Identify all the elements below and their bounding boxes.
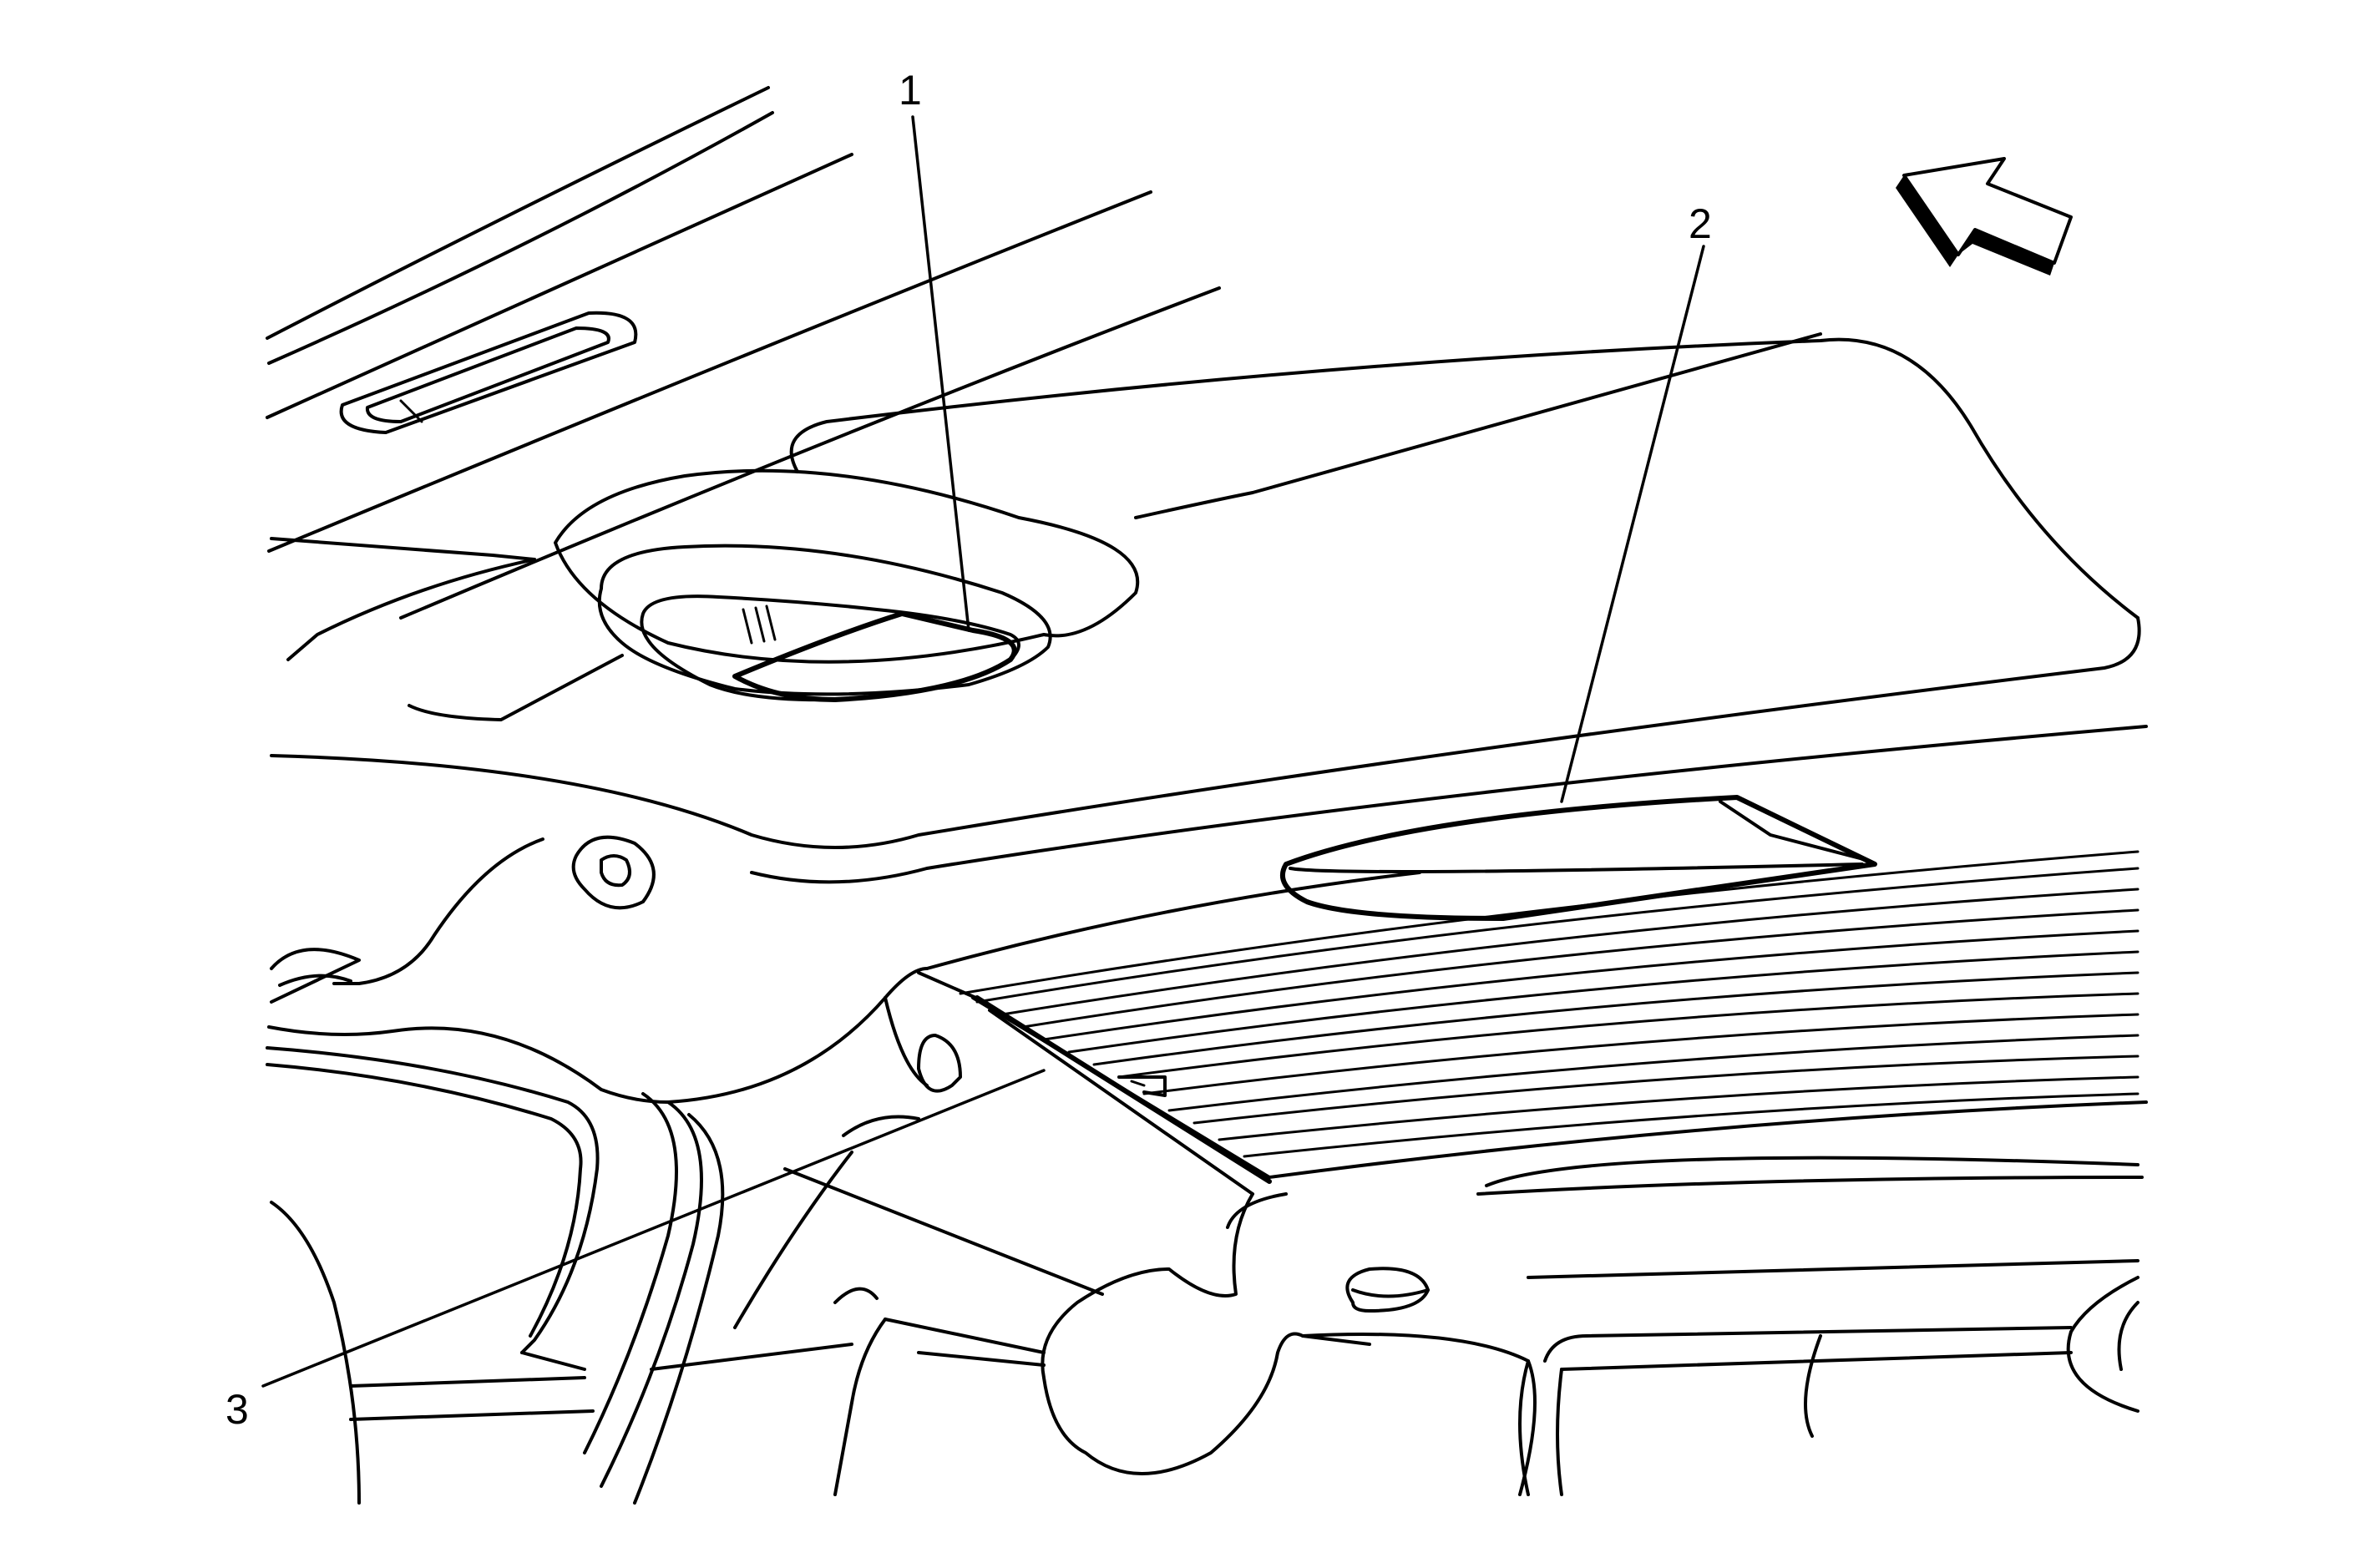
- headliner-upper-panel: [270, 332, 2139, 721]
- leader-line-3: [261, 1069, 1046, 1388]
- rear-window-area: [733, 871, 1421, 1329]
- callout-1: 1: [899, 67, 922, 114]
- coat-hook: [571, 835, 656, 910]
- rear-window-seal: [975, 995, 1272, 1196]
- high-mount-stop-lamp: [1280, 795, 1877, 921]
- roof-edge-lines: [266, 86, 1221, 620]
- rear-window-defogger-lines: [959, 850, 2148, 1196]
- left-side-pillar: [266, 837, 929, 1505]
- leader-lines: [261, 115, 1705, 1388]
- callout-2: 2: [1689, 200, 1712, 247]
- leader-line-1: [911, 115, 970, 632]
- roof-handle: [339, 311, 638, 434]
- leader-line-2: [1560, 245, 1705, 803]
- callout-3: 3: [225, 1386, 249, 1433]
- dome-lamp: [554, 468, 1140, 702]
- front-direction-arrow-icon: [1896, 157, 2073, 276]
- headliner-front-edge: [270, 616, 2148, 884]
- rear-seats: [833, 1192, 2139, 1496]
